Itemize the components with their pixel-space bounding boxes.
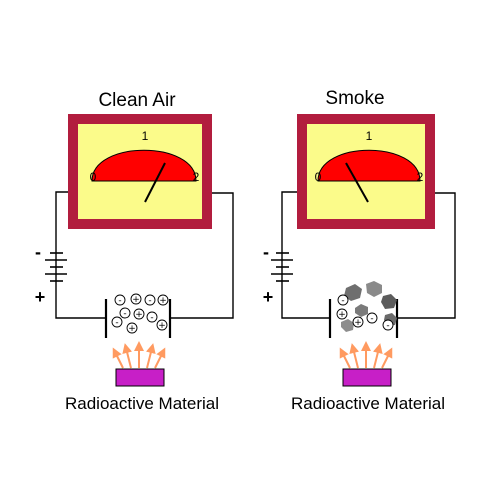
ammeter: 0 1 2 [297, 114, 435, 229]
panel-title: Smoke [325, 88, 384, 109]
smoke-particle [366, 281, 382, 297]
source-caption: Radioactive Material [65, 394, 219, 413]
scale-label-2: 2 [417, 170, 424, 184]
gauge-scale-arc [317, 149, 421, 182]
ion-group: - + - + - [336, 294, 394, 331]
ion: - [111, 316, 123, 328]
ammeter: 0 1 2 [68, 114, 212, 229]
radiation-arrows [339, 341, 393, 369]
wire-right [397, 192, 456, 319]
svg-text:-: - [150, 313, 153, 323]
battery [45, 252, 67, 282]
scale-label-1: 1 [142, 129, 149, 143]
panel-title: Clean Air [98, 90, 176, 111]
ion: + [336, 308, 348, 320]
ion: + [352, 316, 364, 328]
source-caption: Radioactive Material [291, 394, 445, 413]
svg-text:-: - [118, 296, 121, 306]
svg-text:+: + [159, 296, 167, 306]
radioactive-emitter [342, 368, 392, 387]
ion: - [114, 294, 126, 306]
radioactive-emitter [115, 368, 165, 387]
ionization-chamber: - + - + - [328, 281, 399, 338]
positive-terminal-label: + [35, 287, 46, 307]
battery [271, 252, 293, 282]
smoke-particle [381, 294, 397, 309]
smoke-particles [341, 281, 397, 332]
svg-text:-: - [386, 321, 389, 331]
svg-text:-: - [115, 318, 118, 328]
ion: - [119, 307, 131, 319]
svg-text:+: + [128, 324, 136, 334]
ion: + [157, 294, 169, 306]
ion: + [126, 322, 138, 334]
wire-right [170, 192, 234, 319]
scale-label-2: 2 [193, 170, 200, 184]
smoke-particle [355, 304, 368, 317]
ion-group: - + - + - + - - + + [111, 293, 169, 334]
wire-left [281, 191, 330, 319]
positive-terminal-label: + [263, 287, 274, 307]
gauge-scale-arc [91, 149, 197, 182]
ion: - [144, 294, 156, 306]
ion: - [366, 312, 378, 324]
svg-text:+: + [132, 295, 140, 305]
clean-air-panel: Clean Air - + 0 1 2 [35, 90, 234, 413]
ion: - [146, 311, 158, 323]
circuit-wires [55, 191, 234, 319]
svg-text:+: + [354, 318, 362, 328]
smoke-panel: Smoke - + 0 1 2 [263, 88, 456, 413]
scale-label-0: 0 [315, 170, 322, 184]
scale-label-1: 1 [366, 129, 373, 143]
svg-text:-: - [123, 309, 126, 319]
svg-text:-: - [148, 296, 151, 306]
svg-text:+: + [338, 310, 346, 320]
radiation-source [339, 341, 393, 387]
smoke-particle [341, 319, 354, 332]
meter-needle [144, 162, 166, 203]
wire-left [55, 191, 106, 319]
ion: + [133, 308, 145, 320]
radiation-source [112, 341, 166, 387]
negative-terminal-label: - [263, 242, 269, 262]
svg-text:+: + [135, 310, 143, 320]
radiation-arrows [112, 341, 166, 369]
circuit-wires [281, 191, 456, 319]
svg-text:-: - [370, 314, 373, 324]
svg-text:+: + [158, 321, 166, 331]
ion: - [337, 294, 349, 306]
smoke-particle [344, 284, 362, 301]
ion: - [382, 319, 394, 331]
svg-text:-: - [341, 296, 344, 306]
ionization-chamber: - + - + - + - - + + [104, 293, 172, 338]
scale-label-0: 0 [90, 170, 97, 184]
ion: + [156, 319, 168, 331]
meter-needle [345, 162, 369, 203]
ion: + [130, 293, 142, 305]
negative-terminal-label: - [35, 242, 41, 262]
